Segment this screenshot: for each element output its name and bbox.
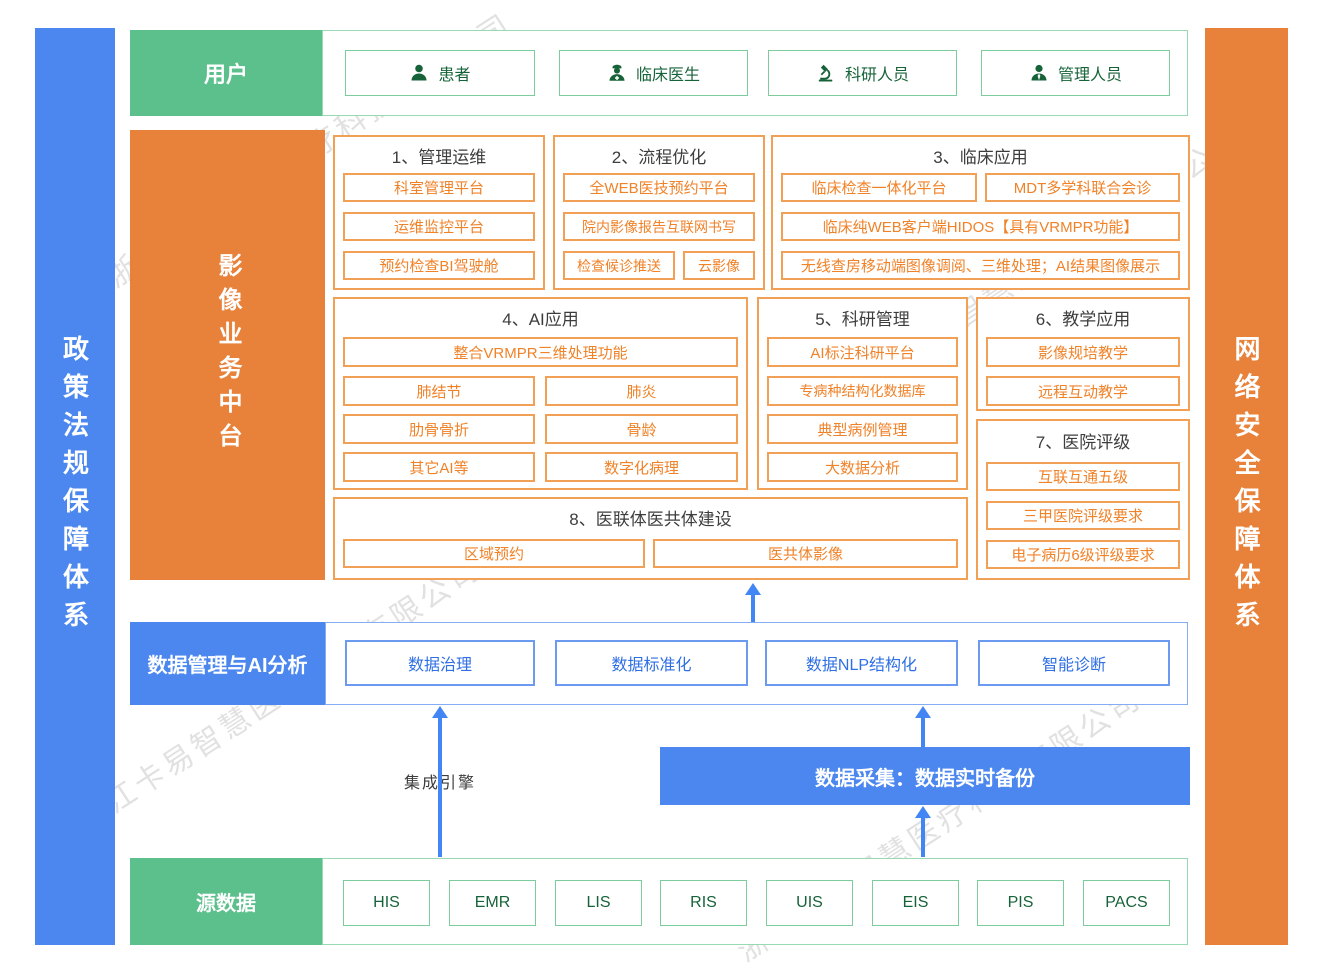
section-title: 8、医联体医共体建设 bbox=[569, 510, 732, 529]
user-item-researcher: 科研人员 bbox=[768, 50, 957, 96]
manager-icon bbox=[1031, 64, 1047, 81]
platform-item: MDT多学科联合会诊 bbox=[985, 173, 1180, 202]
data-mgmt-item: 数据治理 bbox=[345, 640, 535, 686]
platform-item: 三甲医院评级要求 bbox=[986, 501, 1180, 530]
source-system-lis: LIS bbox=[555, 880, 642, 926]
user-item-label: 临床医生 bbox=[635, 67, 700, 84]
section-title: 1、管理运维 bbox=[391, 148, 487, 167]
source-system-pis: PIS bbox=[977, 880, 1064, 926]
imaging-platform-header: 影像业务中台 bbox=[130, 130, 325, 580]
platform-item: 云影像 bbox=[683, 251, 755, 280]
arrow-shaft bbox=[438, 716, 442, 857]
doctor-icon bbox=[609, 64, 625, 81]
imaging-platform-label: 影像业务中台 bbox=[214, 253, 241, 457]
arrow-head bbox=[745, 583, 761, 595]
platform-item: 电子病历6级评级要求 bbox=[986, 540, 1180, 569]
platform-item: 预约检查BI驾驶舱 bbox=[343, 251, 535, 280]
arrow-collection-to-datamgmt bbox=[915, 706, 931, 747]
microscope-icon bbox=[818, 64, 833, 82]
platform-item: 临床检查一体化平台 bbox=[781, 173, 977, 202]
arrow-shaft bbox=[921, 716, 925, 747]
user-item-patient: 患者 bbox=[345, 50, 535, 96]
arrow-head bbox=[915, 706, 931, 718]
source-data-header-label: 源数据 bbox=[196, 893, 256, 915]
arrow-head bbox=[915, 806, 931, 818]
section-title: 5、科研管理 bbox=[815, 310, 910, 329]
user-item-clinician: 临床医生 bbox=[559, 50, 748, 96]
data-mgmt-header: 数据管理与AI分析 bbox=[130, 622, 325, 705]
platform-item: 检查候诊推送 bbox=[563, 251, 675, 280]
platform-item: 其它AI等 bbox=[343, 452, 535, 482]
platform-item: 典型病例管理 bbox=[767, 414, 958, 444]
platform-item: 医共体影像 bbox=[653, 539, 958, 568]
platform-item: 远程互动教学 bbox=[986, 376, 1180, 406]
platform-item: 大数据分析 bbox=[767, 452, 958, 482]
section-title: 3、临床应用 bbox=[933, 148, 1028, 167]
data-collection-bar: 数据采集：数据实时备份 bbox=[660, 747, 1190, 805]
data-mgmt-item: 智能诊断 bbox=[978, 640, 1170, 686]
data-mgmt-item: 数据NLP结构化 bbox=[765, 640, 958, 686]
platform-item: 全WEB医技预约平台 bbox=[563, 173, 755, 202]
platform-item: 运维监控平台 bbox=[343, 212, 535, 241]
platform-item: 影像规培教学 bbox=[986, 337, 1180, 367]
platform-item: 肺炎 bbox=[545, 376, 738, 406]
arrow-head bbox=[432, 706, 448, 718]
platform-item: AI标注科研平台 bbox=[767, 337, 958, 367]
source-system-pacs: PACS bbox=[1083, 880, 1170, 926]
policy-regulation-sidebar: 政策法规保障体系 bbox=[35, 28, 115, 945]
data-mgmt-header-label: 数据管理与AI分析 bbox=[147, 655, 308, 677]
section-title: 4、AI应用 bbox=[502, 310, 579, 329]
section-title: 7、医院评级 bbox=[1035, 433, 1131, 452]
user-item-manager: 管理人员 bbox=[981, 50, 1170, 96]
platform-item: 整合VRMPR三维处理功能 bbox=[343, 337, 738, 367]
section-title: 6、教学应用 bbox=[1035, 310, 1131, 329]
platform-item: 区域预约 bbox=[343, 539, 645, 568]
user-item-label: 科研人员 bbox=[844, 67, 909, 84]
user-item-label: 患者 bbox=[438, 67, 471, 84]
source-system-his: HIS bbox=[343, 880, 430, 926]
users-header: 用户 bbox=[130, 30, 322, 116]
platform-item: 院内影像报告互联网书写 bbox=[563, 212, 755, 241]
patient-icon bbox=[411, 64, 427, 81]
platform-item: 科室管理平台 bbox=[343, 173, 535, 202]
platform-item: 骨龄 bbox=[545, 414, 738, 444]
arrow-shaft bbox=[921, 816, 925, 857]
network-security-sidebar: 网络安全保障体系 bbox=[1205, 28, 1288, 945]
arrow-integration-engine bbox=[432, 706, 448, 857]
source-system-ris: RIS bbox=[660, 880, 747, 926]
user-item-label: 管理人员 bbox=[1057, 67, 1122, 84]
platform-item: 无线查房移动端图像调阅、三维处理；AI结果图像展示 bbox=[781, 251, 1180, 280]
platform-item: 临床纯WEB客户端HIDOS【具有VRMPR功能】 bbox=[781, 212, 1180, 241]
data-mgmt-item: 数据标准化 bbox=[555, 640, 748, 686]
source-system-emr: EMR bbox=[449, 880, 536, 926]
platform-item: 肋骨骨折 bbox=[343, 414, 535, 444]
platform-item: 数字化病理 bbox=[545, 452, 738, 482]
arrow-shaft bbox=[751, 593, 755, 622]
data-collection-label: 数据采集：数据实时备份 bbox=[815, 767, 1035, 790]
section-title: 2、流程优化 bbox=[611, 148, 707, 167]
platform-item: 肺结节 bbox=[343, 376, 535, 406]
source-system-eis: EIS bbox=[872, 880, 959, 926]
users-header-label: 用户 bbox=[203, 62, 248, 87]
arrow-datamgmt-to-platform bbox=[745, 583, 761, 622]
platform-item: 互联互通五级 bbox=[986, 462, 1180, 491]
source-data-header: 源数据 bbox=[130, 858, 322, 945]
network-security-label: 网络安全保障体系 bbox=[1231, 334, 1261, 639]
policy-regulation-label: 政策法规保障体系 bbox=[59, 334, 90, 639]
source-system-uis: UIS bbox=[766, 880, 853, 926]
arrow-source-to-collection bbox=[915, 806, 931, 857]
platform-item: 专病种结构化数据库 bbox=[767, 376, 958, 406]
